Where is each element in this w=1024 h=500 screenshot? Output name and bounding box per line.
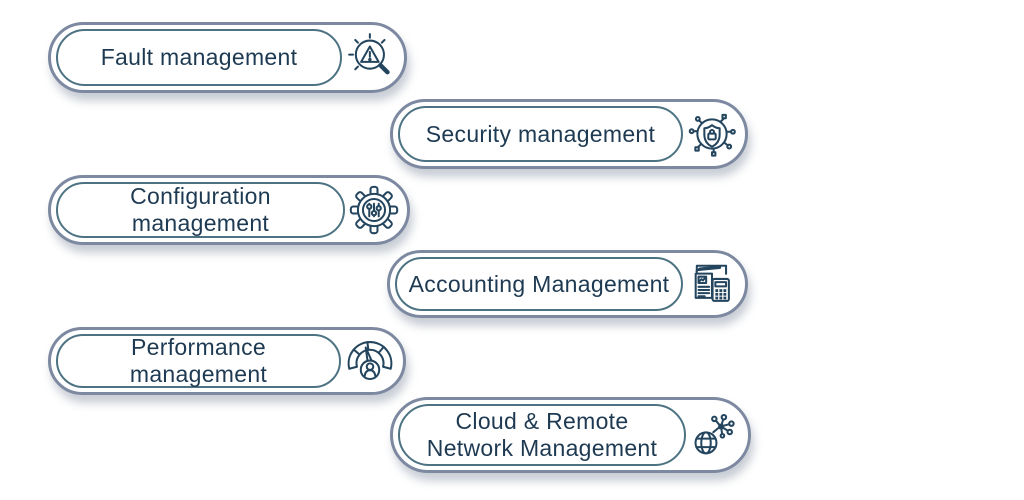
card-label-capsule: Fault management <box>56 29 342 86</box>
card-label-line1: Configuration <box>130 183 271 209</box>
card-label: Security management <box>426 121 655 148</box>
card-label-line1: Accounting Management <box>408 270 670 297</box>
card-label-line2: Network Management <box>426 435 658 461</box>
card-fault-management: Fault management <box>48 22 407 93</box>
card-label-line1: Performance <box>131 334 266 360</box>
card-label-line2: management <box>129 361 268 387</box>
card-security-management: Security management <box>390 99 748 169</box>
card-label: Configuration management <box>130 183 271 237</box>
card-label-capsule: Cloud & Remote Network Management <box>398 404 686 466</box>
card-label-line1: Cloud & Remote <box>455 408 629 434</box>
card-performance-management: Performance management <box>48 327 406 395</box>
card-label-capsule: Configuration management <box>56 182 345 238</box>
card-label: Cloud & Remote Network Management <box>427 408 657 462</box>
card-configuration-management: Configuration management <box>48 175 410 245</box>
gauge-person-icon <box>340 330 400 392</box>
card-cloud-remote-network-management: Cloud & Remote Network Management <box>390 397 751 473</box>
card-label-line1: Fault management <box>100 44 298 70</box>
shield-lock-circuit-icon <box>682 102 742 166</box>
card-accounting-management: Accounting Management <box>387 250 748 318</box>
magnifier-warning-icon <box>341 25 401 90</box>
card-label: Accounting Management <box>409 271 670 298</box>
calculator-document-pen-icon <box>682 253 742 315</box>
card-label-line2: management <box>131 210 270 236</box>
card-label-line1: Security management <box>425 120 656 147</box>
gear-sliders-icon <box>344 178 404 242</box>
card-label-capsule: Security management <box>398 106 683 162</box>
card-label: Fault management <box>101 44 298 71</box>
globe-network-hub-icon <box>685 400 745 470</box>
card-label-capsule: Accounting Management <box>395 257 683 311</box>
card-label: Performance management <box>130 334 267 388</box>
card-label-capsule: Performance management <box>56 334 341 388</box>
